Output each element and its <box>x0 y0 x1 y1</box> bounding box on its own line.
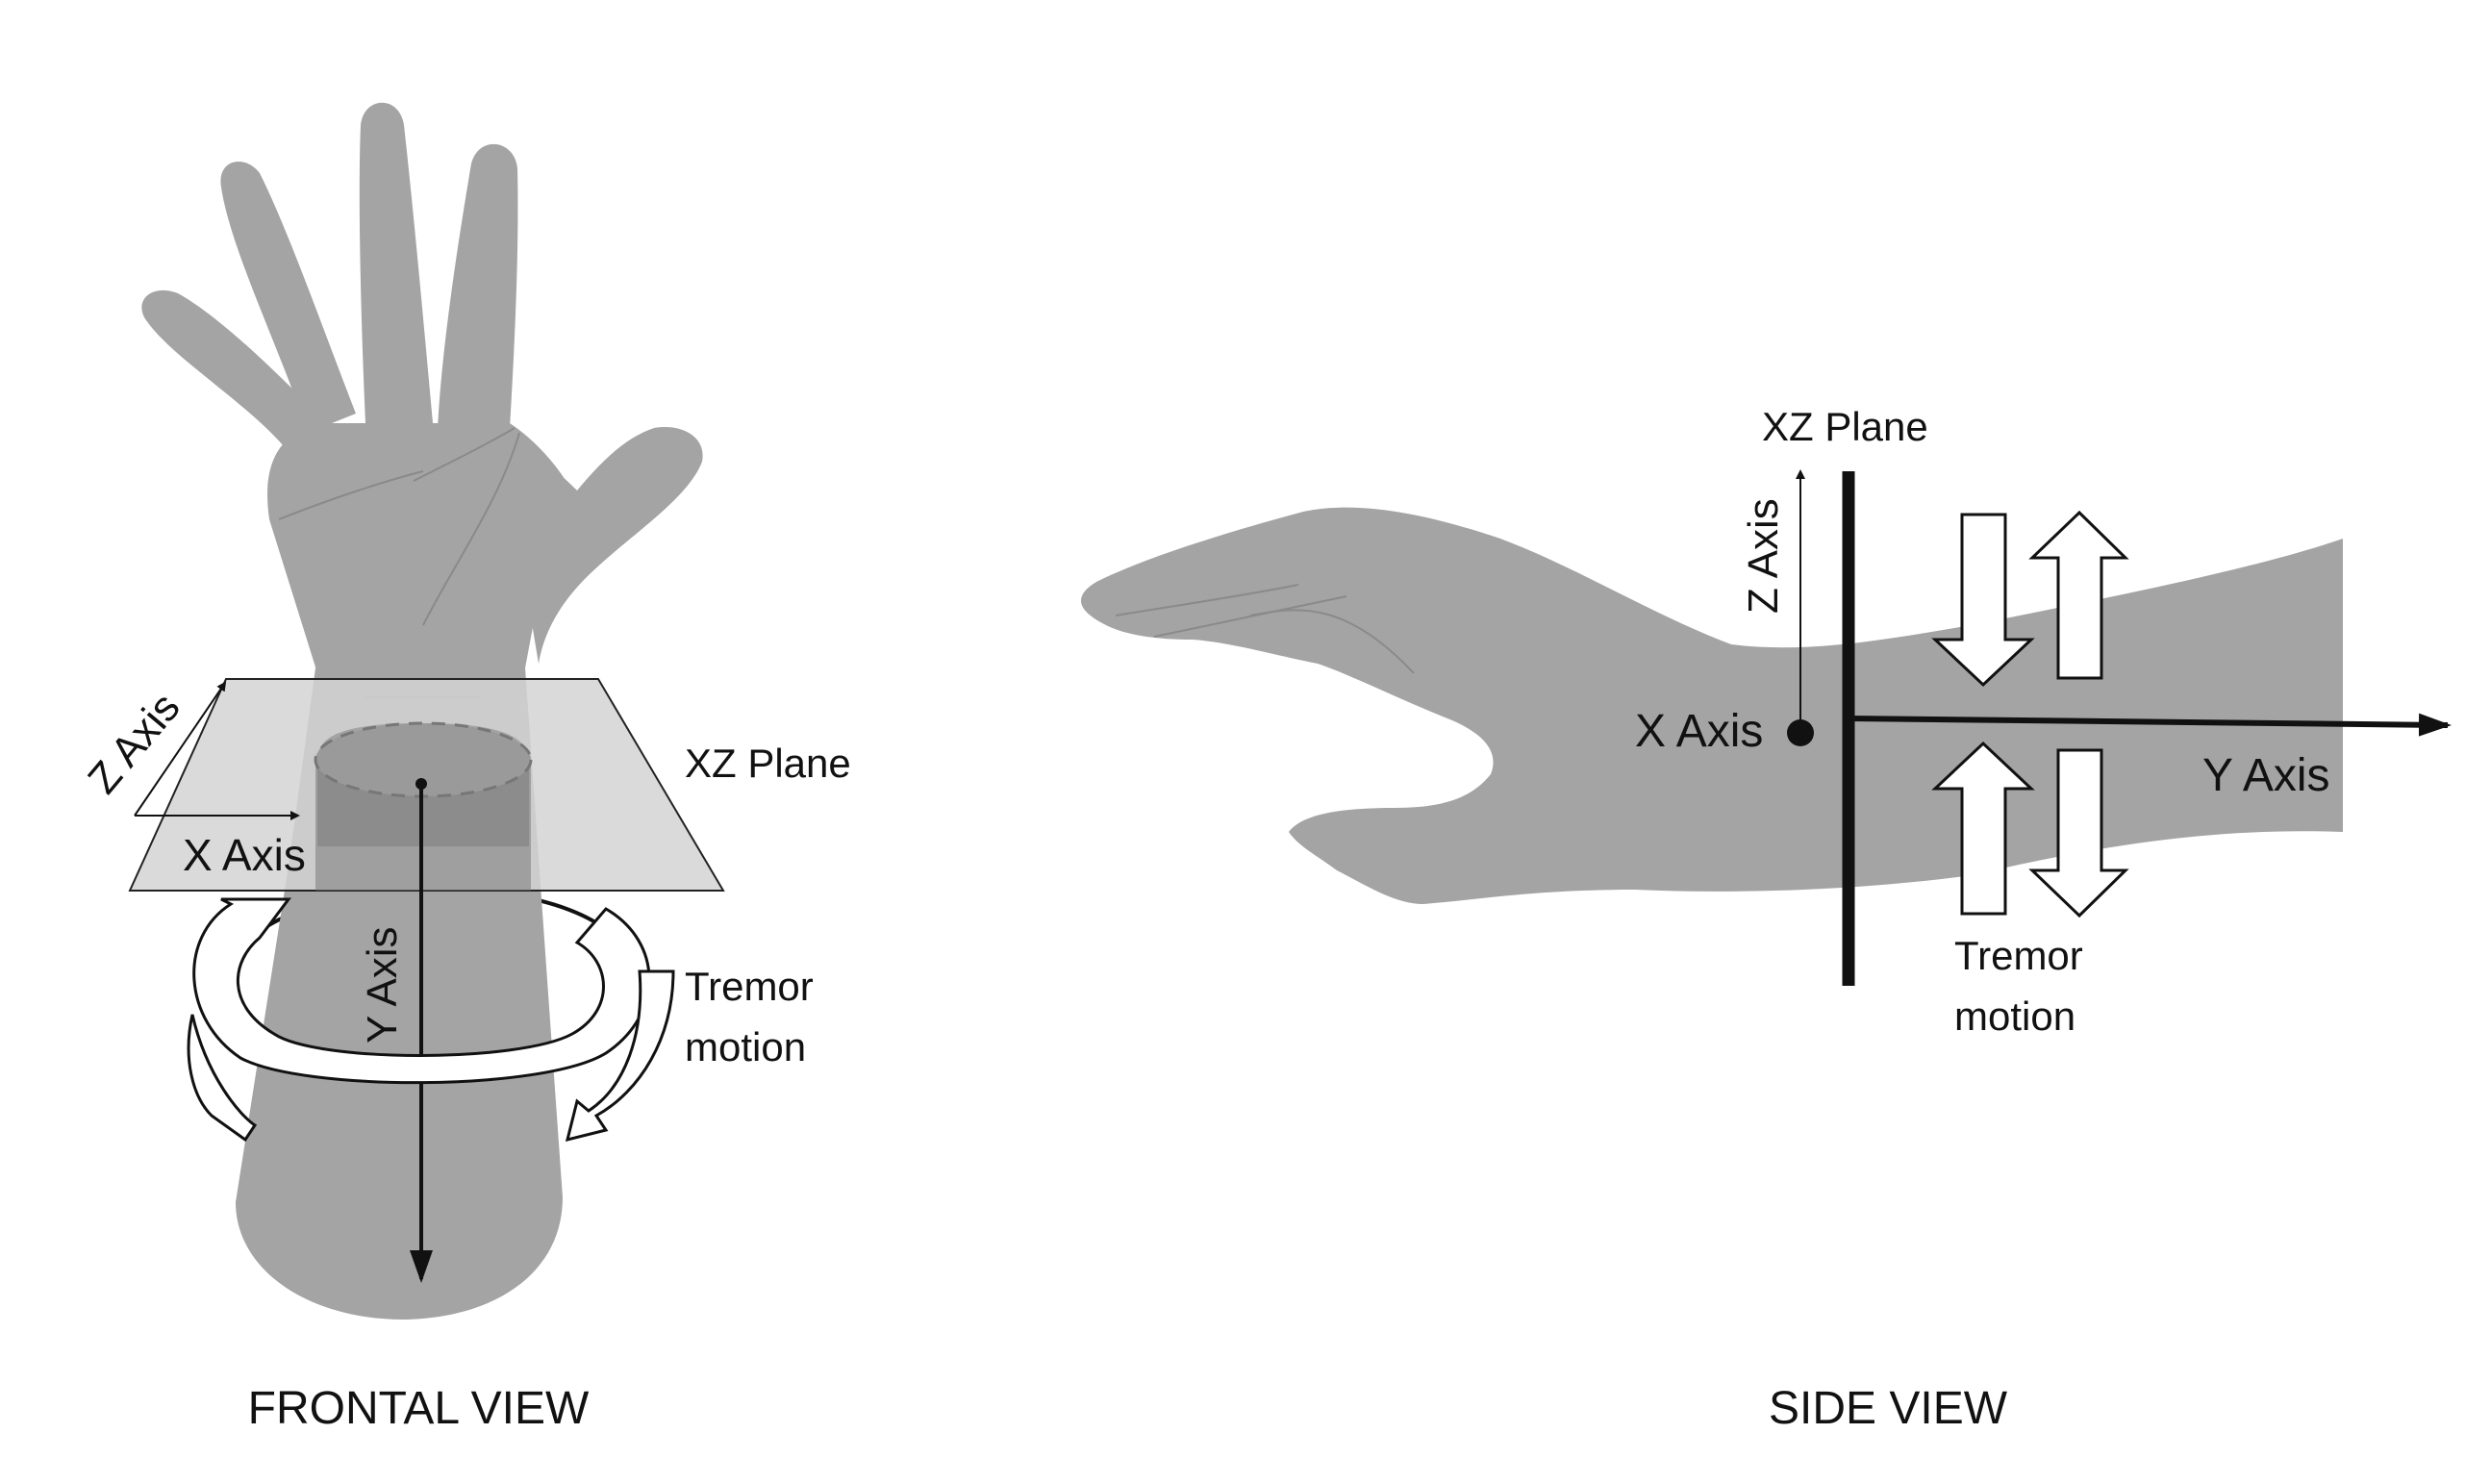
side-tremor-label-2: motion <box>1954 994 2075 1039</box>
frontal-z-axis-arrow <box>134 681 227 817</box>
frontal-hand <box>141 102 703 673</box>
frontal-view-caption: FRONTAL VIEW <box>248 1383 590 1434</box>
side-tremor-label-1: Tremor <box>1954 933 2083 978</box>
side-y-axis-label: Y Axis <box>2202 750 2330 801</box>
side-tremor-arrow-up-lower <box>1931 741 2035 916</box>
side-tremor-arrow-up-upper <box>2028 510 2129 680</box>
side-xz-plane-label: XZ Plane <box>1762 404 1928 449</box>
frontal-z-axis-label: Z Axis <box>79 684 189 802</box>
side-view-caption: SIDE VIEW <box>1769 1383 2008 1434</box>
side-x-axis-dot <box>1787 719 1814 746</box>
frontal-view: Z Axis X Axis XZ Plane Y Axis Tremor mot… <box>79 102 851 1434</box>
side-y-axis-arrow <box>1848 713 2452 737</box>
side-view: XZ Plane Z Axis X Axis Y Axis Tremor mot… <box>1080 404 2452 1434</box>
frontal-xz-plane-label: XZ Plane <box>685 741 851 786</box>
side-arm-silhouette <box>1080 507 2343 904</box>
side-z-axis-label: Z Axis <box>1740 498 1787 614</box>
frontal-tremor-ring <box>187 897 675 1143</box>
frontal-tremor-label-1: Tremor <box>685 964 814 1009</box>
frontal-tremor-label-2: motion <box>685 1024 806 1069</box>
side-x-axis-label: X Axis <box>1635 706 1763 757</box>
side-tremor-arrow-down-upper <box>1931 513 2035 688</box>
frontal-y-axis-label: Y Axis <box>359 927 406 1044</box>
side-tremor-arrow-down-lower <box>2028 748 2129 918</box>
side-finger-creases <box>1115 584 1415 674</box>
frontal-x-axis-label: X Axis <box>183 830 306 880</box>
